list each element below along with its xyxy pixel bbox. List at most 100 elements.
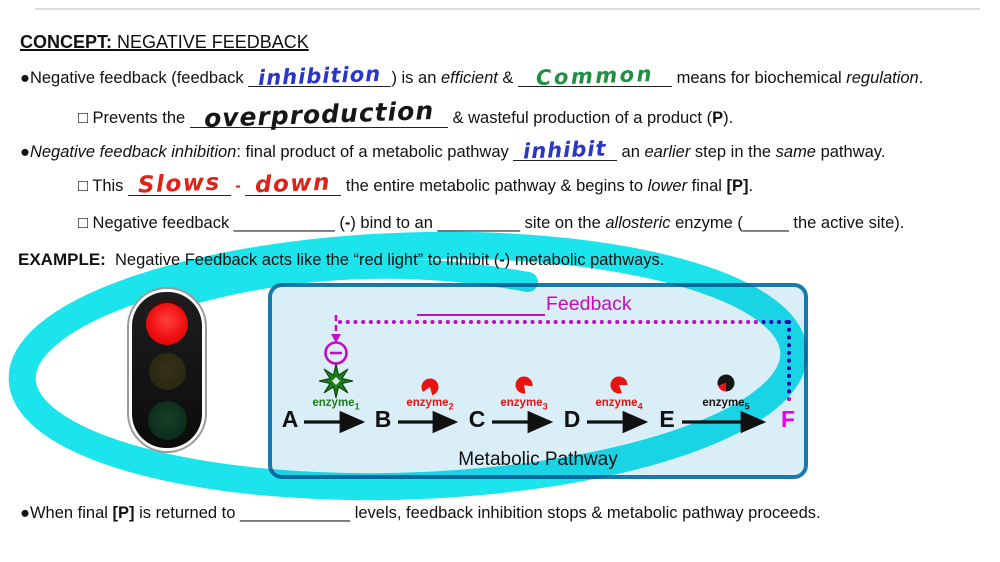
blank-inhibit: inhibit — [513, 136, 617, 164]
handwriting-inhibition: inhibition — [257, 61, 382, 91]
text-segment: the entire metabolic pathway & begins to — [341, 177, 648, 195]
concept-label: CONCEPT: — [20, 32, 113, 52]
enzyme3-pacman-icon — [515, 376, 533, 394]
node-b: B — [374, 406, 392, 432]
enzyme5-pacman-icon — [717, 374, 735, 392]
text-segment: enzyme (_____ the active site). — [670, 214, 905, 232]
text-same: same — [775, 143, 816, 161]
text-lower: lower — [647, 177, 688, 195]
blank-overproduction: overproduction — [189, 96, 448, 133]
handwriting-overproduction: overproduction — [203, 95, 435, 134]
text-regulation: regulation — [846, 69, 919, 87]
text-efficient: efficient — [440, 69, 498, 87]
text-segment: : final product of a metabolic pathway — [236, 143, 514, 161]
enzyme1-label: enzyme1 — [296, 397, 376, 411]
blank-slows: Slows — [128, 169, 231, 199]
blank-down: down — [245, 169, 342, 199]
minus-circle-icon — [324, 341, 348, 365]
enzyme5-sub: 5 — [744, 401, 750, 412]
green-light-off-icon — [148, 401, 187, 440]
text-segment: Negative Feedback acts like the “red lig… — [105, 251, 500, 269]
handwriting-dash: - — [230, 177, 246, 195]
text-segment: ) is an — [391, 69, 441, 87]
text-segment: ●Negative feedback (feedback — [20, 69, 249, 87]
handwriting-inhibit: inhibit — [522, 136, 608, 164]
feedback-blank-line — [417, 311, 545, 316]
enzyme2-pacman-icon — [421, 378, 439, 396]
text-minus: - — [344, 214, 351, 232]
text-allosteric: allosteric — [605, 214, 671, 232]
red-light-on-icon — [146, 303, 188, 345]
enzyme3-label: enzyme3 — [484, 397, 564, 411]
blank-inhibition: inhibition — [248, 61, 392, 91]
text-final-p: [P] — [726, 177, 749, 195]
text-segment: an — [616, 143, 645, 161]
line-when-final: ●When final [P] is returned to _________… — [20, 504, 821, 523]
traffic-light — [127, 287, 207, 453]
enzyme1-word: enzyme — [312, 397, 355, 409]
text-segment: & — [497, 69, 519, 87]
enzyme2-label: enzyme2 — [390, 397, 470, 411]
concept-topic: NEGATIVE FEEDBACK — [112, 32, 309, 52]
text-segment: final — [687, 177, 727, 195]
line-slows-down: □ This Slows - down the entire metabolic… — [78, 169, 754, 199]
inhibit-arrowhead — [331, 334, 341, 343]
handwriting-common: Common — [535, 61, 655, 91]
metabolic-pathway-label: Metabolic Pathway — [458, 449, 618, 470]
text-segment: □ This — [78, 177, 129, 195]
line-example: EXAMPLE: Negative Feedback acts like the… — [18, 250, 664, 270]
enzyme1-sub: 1 — [354, 401, 360, 412]
enzyme2-sub: 2 — [448, 401, 454, 412]
enzyme3-sub: 3 — [542, 401, 548, 412]
enzyme3-word: enzyme — [500, 397, 543, 409]
text-product-p: P — [712, 109, 724, 127]
enzyme4-label: enzyme4 — [579, 397, 659, 411]
text-segment: . — [748, 177, 754, 195]
handwriting-down: down — [254, 169, 332, 199]
enzyme4-pacman-icon — [610, 376, 628, 394]
example-label: EXAMPLE: — [18, 250, 106, 269]
enzyme2-word: enzyme — [406, 397, 449, 409]
node-e: E — [659, 406, 675, 432]
text-segment: ). — [723, 109, 734, 127]
text-earlier: earlier — [644, 143, 691, 161]
highlighter-overlap-stroke — [138, 258, 538, 318]
bullet: ● — [20, 143, 30, 161]
text-segment: means for biochemical — [672, 69, 847, 87]
node-a: A — [281, 406, 299, 432]
inhibitor-starburst-icon — [318, 363, 354, 399]
blank-common: Common — [518, 61, 673, 91]
text-segment: ) metabolic pathways. — [504, 251, 665, 269]
scan-artifact-line — [35, 8, 980, 10]
traffic-light-body — [132, 292, 202, 448]
text-segment: . — [918, 69, 924, 87]
text-segment: pathway. — [816, 143, 886, 161]
enzyme4-word: enzyme — [595, 397, 638, 409]
line-nfi-definition: ●Negative feedback inhibition: final pro… — [20, 136, 886, 164]
text-minus: - — [499, 251, 505, 269]
line-negative-feedback: ●Negative feedback (feedback inhibition)… — [20, 61, 924, 91]
text-segment: is returned to ____________ levels, feed… — [134, 504, 821, 522]
text-segment: step in the — [690, 143, 776, 161]
text-segment: ●When final — [20, 504, 113, 522]
feedback-label: Feedback — [546, 293, 632, 315]
concept-heading: CONCEPT: NEGATIVE FEEDBACK — [20, 32, 309, 53]
amber-light-off-icon — [149, 353, 186, 390]
node-c: C — [468, 406, 486, 432]
text-segment: □ Prevents the — [78, 109, 190, 127]
text-segment: & wasteful production of a product ( — [447, 109, 713, 127]
text-nfi-term: Negative feedback inhibition — [29, 143, 237, 161]
text-segment: □ Negative feedback ___________ ( — [78, 214, 345, 232]
line-prevents: □ Prevents the overproduction & wasteful… — [78, 96, 734, 133]
handwriting-slows: Slows — [137, 169, 222, 199]
node-f: F — [780, 406, 796, 432]
enzyme5-label: enzyme5 — [686, 397, 766, 411]
line-allosteric: □ Negative feedback ___________ (-) bind… — [78, 214, 904, 233]
enzyme4-sub: 4 — [637, 401, 643, 412]
node-d: D — [563, 406, 581, 432]
enzyme5-word: enzyme — [702, 397, 745, 409]
text-final-p: [P] — [112, 504, 135, 522]
